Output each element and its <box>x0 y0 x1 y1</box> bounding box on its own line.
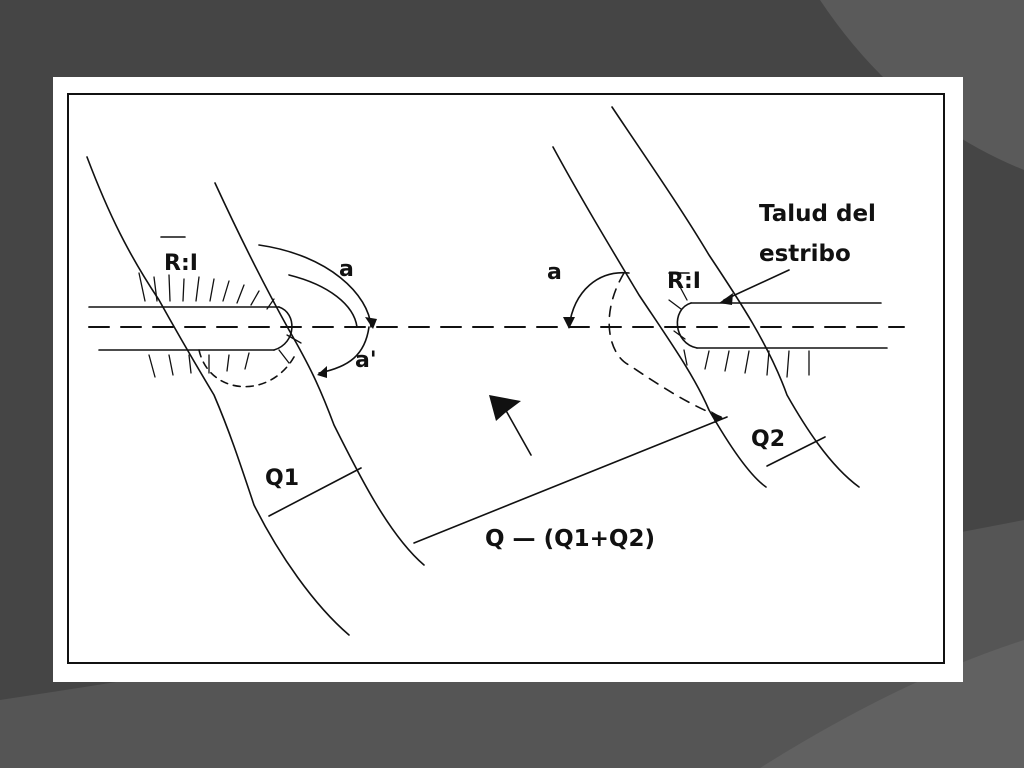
q-middle-flow-label: Q — (Q1+Q2) <box>485 526 655 552</box>
talud-leader-arrowhead <box>719 293 733 305</box>
left-slope-hachures <box>138 272 302 378</box>
q2-flow-label: Q2 <box>751 427 786 452</box>
left-abutment-nose <box>273 306 293 351</box>
talud-leader-line <box>723 269 790 301</box>
slide-card: R:I a a' a R:I Talud del estribo Q1 Q2 Q… <box>53 77 963 682</box>
right-slope-dashed-line <box>608 272 722 418</box>
flow-direction-arrow-head <box>489 395 521 421</box>
q1-flow-label: Q1 <box>265 466 300 491</box>
talud-del-estribo-label-line1: Talud del <box>759 201 876 227</box>
q-middle-flow-line <box>413 416 728 544</box>
left-angle-arc-small <box>288 274 358 328</box>
left-bank-inner-line <box>214 182 425 566</box>
right-dashed-arrowhead <box>711 411 723 423</box>
right-bank-outer-line <box>611 106 860 488</box>
bridge-abutment-diagram <box>86 106 905 636</box>
diagram-frame: R:I a a' a R:I Talud del estribo Q1 Q2 Q… <box>67 93 945 664</box>
left-angle-arrowhead-a-prime <box>317 366 327 378</box>
right-angle-arrowhead-a <box>563 317 575 329</box>
left-slope-dashed-arc <box>198 349 295 388</box>
flow-direction-arrow-shaft <box>503 406 532 456</box>
right-abutment-nose <box>676 302 698 349</box>
q2-flow-line <box>766 436 826 467</box>
angle-a-prime-label: a' <box>355 348 377 373</box>
q1-flow-line <box>268 467 362 517</box>
talud-del-estribo-label-line2: estribo <box>759 241 851 267</box>
right-slope-ratio-label: R:I <box>667 269 701 294</box>
left-angle-a-label: a <box>339 257 354 282</box>
left-angle-arrowhead-a <box>365 317 377 329</box>
left-bank-outer-line <box>86 156 350 636</box>
right-angle-a-label: a <box>547 260 562 285</box>
right-angle-arc-a <box>568 271 630 328</box>
right-bank-inner-line <box>552 146 767 488</box>
right-slope-hachures <box>668 284 810 378</box>
left-angle-arc-a <box>258 244 372 328</box>
left-slope-ratio-label: R:I <box>164 251 198 276</box>
